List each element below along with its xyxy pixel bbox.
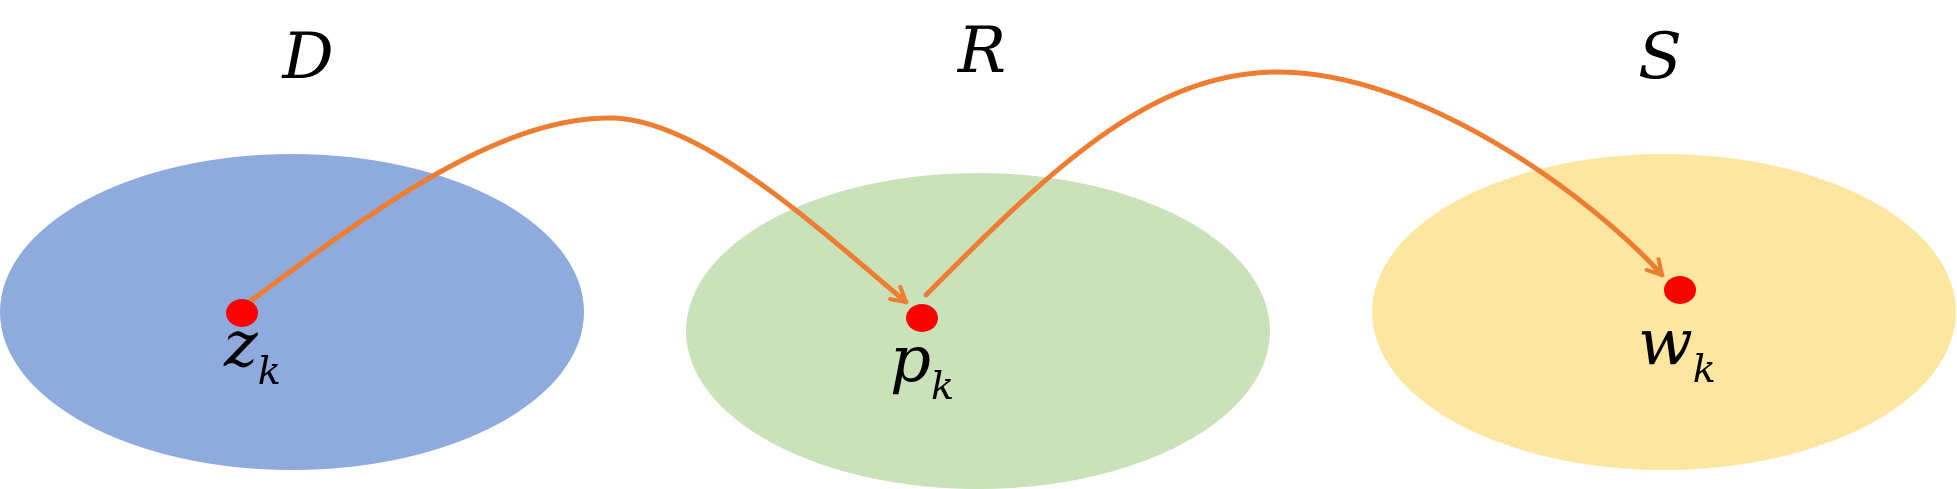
set-r-ellipse <box>686 173 1270 489</box>
point-pk-base: p <box>890 323 931 397</box>
set-r-label: R <box>957 14 1006 88</box>
point-pk-label: pk <box>890 323 954 408</box>
set-d-label: D <box>281 20 333 94</box>
point-wk-label: wk <box>1638 306 1716 391</box>
set-s-label: S <box>1638 20 1682 94</box>
arrow-pk-to-wk <box>923 69 1665 298</box>
point-zk-label: zk <box>223 308 281 393</box>
set-s-ellipse <box>1372 154 1956 470</box>
point-zk-subscript: k <box>258 349 281 393</box>
arrow-zk-to-pk <box>245 115 909 306</box>
point-wk <box>1664 276 1696 304</box>
point-pk-subscript: k <box>931 364 954 408</box>
point-wk-subscript: k <box>1693 347 1716 391</box>
point-wk-base: w <box>1638 306 1693 380</box>
set-d-ellipse <box>0 154 584 470</box>
point-zk-base: z <box>223 308 259 382</box>
point-pk <box>906 304 938 332</box>
point-zk <box>226 299 258 327</box>
